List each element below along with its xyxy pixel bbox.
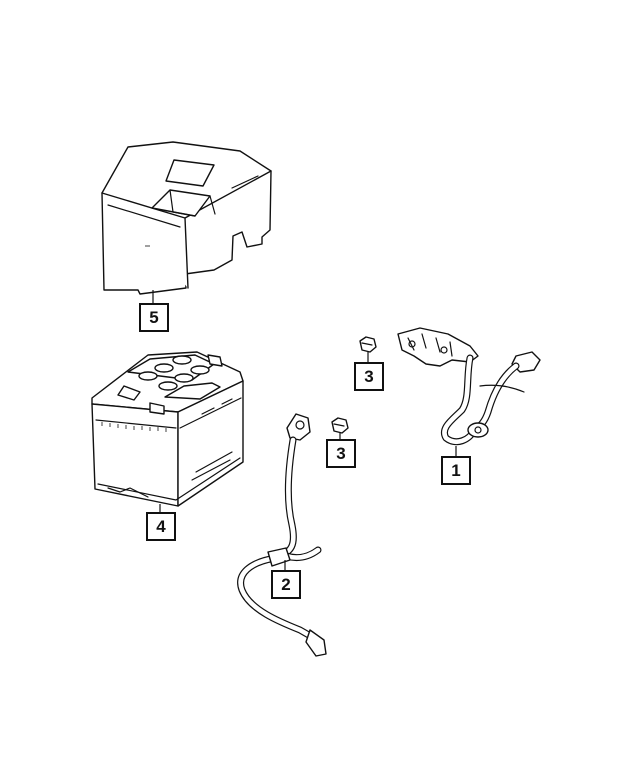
callout-4: 4 [146,512,176,541]
nut-upper-drawing [359,336,377,362]
callout-3-upper: 3 [354,362,384,391]
callout-3-lower: 3 [326,439,356,468]
battery-drawing [91,351,244,512]
callout-1: 1 [441,456,471,485]
battery-cover-drawing [101,141,272,303]
callout-5: 5 [139,303,169,332]
positive-cable-drawing [397,327,541,456]
nut-lower-drawing [331,417,349,439]
negative-cable-drawing [237,413,327,657]
callout-2: 2 [271,570,301,599]
